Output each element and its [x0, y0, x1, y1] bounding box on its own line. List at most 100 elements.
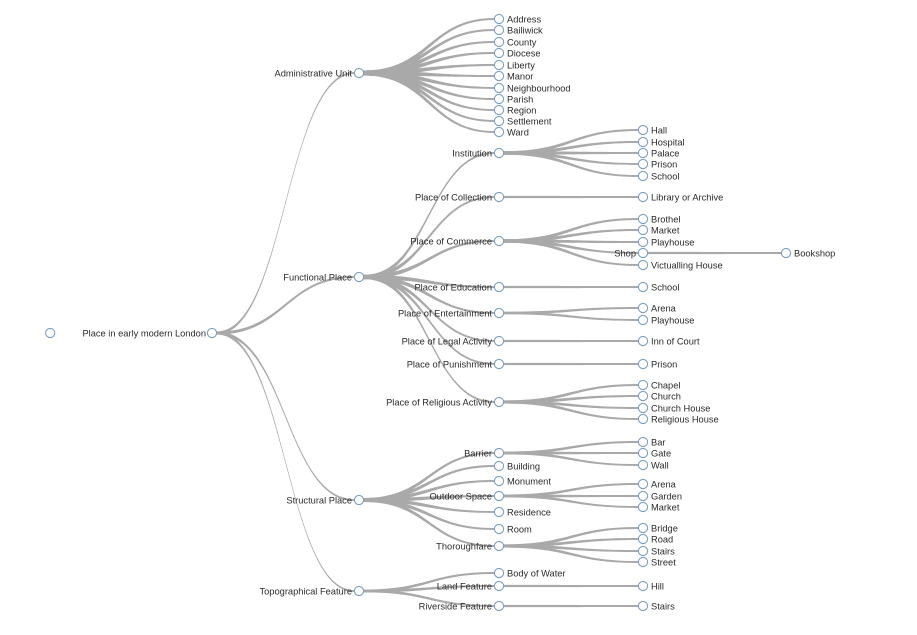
tree-node-riverside-feature[interactable]: Riverside Feature [419, 600, 505, 611]
tree-node-library-or-archive[interactable]: Library or Archive [637, 191, 723, 203]
node-circle-icon[interactable] [637, 413, 649, 425]
node-circle-icon[interactable] [637, 124, 649, 136]
node-circle-icon[interactable] [493, 13, 505, 25]
node-circle-icon[interactable] [637, 191, 649, 203]
node-circle-icon[interactable] [493, 126, 505, 138]
node-circle-icon[interactable] [637, 545, 649, 557]
node-circle-icon[interactable] [493, 335, 505, 347]
node-circle-icon[interactable] [493, 490, 505, 502]
node-circle-icon[interactable] [493, 47, 505, 59]
node-circle-icon[interactable] [637, 335, 649, 347]
node-circle-icon[interactable] [493, 93, 505, 105]
node-circle-icon[interactable] [637, 247, 649, 259]
tree-node-outdoor-space[interactable]: Outdoor Space [429, 490, 505, 502]
node-circle-icon[interactable] [493, 235, 505, 247]
node-circle-icon[interactable] [493, 523, 505, 535]
tree-node-functional-place[interactable]: Functional Place [283, 271, 365, 283]
node-circle-icon[interactable] [637, 281, 649, 293]
node-circle-icon[interactable] [637, 490, 649, 502]
node-circle-icon[interactable] [493, 24, 505, 36]
tree-node-school-education[interactable]: School [637, 281, 679, 293]
tree-node-place-of-education[interactable]: Place of Education [414, 281, 505, 293]
tree-node-church-house[interactable]: Church House [637, 402, 710, 414]
tree-node-land-feature[interactable]: Land Feature [437, 580, 505, 591]
node-circle-icon[interactable] [637, 533, 649, 545]
node-circle-icon[interactable] [637, 213, 649, 225]
node-circle-icon[interactable] [637, 170, 649, 182]
tree-node-manor[interactable]: Manor [493, 70, 533, 81]
node-circle-icon[interactable] [493, 475, 505, 487]
tree-node-hall[interactable]: Hall [637, 124, 667, 136]
node-circle-icon[interactable] [353, 271, 365, 283]
tree-node-stairs-thoroughfare[interactable]: Stairs [637, 545, 675, 557]
node-circle-icon[interactable] [637, 556, 649, 568]
node-circle-icon[interactable] [637, 302, 649, 314]
tree-node-ward[interactable]: Ward [493, 126, 529, 138]
node-circle-icon[interactable] [637, 259, 649, 271]
node-circle-icon[interactable] [493, 447, 505, 459]
node-circle-icon[interactable] [637, 390, 649, 402]
tree-node-liberty[interactable]: Liberty [493, 59, 535, 70]
node-circle-icon[interactable] [637, 478, 649, 490]
tree-node-palace[interactable]: Palace [637, 147, 679, 159]
tree-node-body-of-water[interactable]: Body of Water [493, 567, 566, 578]
tree-node-playhouse-entertainment[interactable]: Playhouse [637, 314, 694, 325]
tree-node-inn-of-court[interactable]: Inn of Court [637, 335, 700, 347]
tree-node-root[interactable]: Place in early modern London [82, 327, 218, 339]
node-circle-icon[interactable] [637, 580, 649, 592]
node-circle-icon[interactable] [637, 447, 649, 459]
node-circle-icon[interactable] [637, 158, 649, 170]
tree-node-brothel[interactable]: Brothel [637, 213, 680, 225]
tree-node-room[interactable]: Room [493, 523, 532, 535]
tree-node-thoroughfare[interactable]: Thoroughfare [436, 540, 505, 552]
node-circle-icon[interactable] [493, 147, 505, 159]
tree-node-bridge[interactable]: Bridge [637, 522, 678, 533]
node-circle-icon[interactable] [493, 281, 505, 293]
tree-node-bailiwick[interactable]: Bailiwick [493, 24, 543, 36]
node-circle-icon[interactable] [637, 236, 649, 248]
tree-node-arena-outdoor[interactable]: Arena [637, 478, 677, 490]
tree-node-prison-punishment[interactable]: Prison [637, 358, 677, 370]
tree-node-victualling-house[interactable]: Victualling House [637, 259, 723, 271]
node-circle-icon[interactable] [637, 402, 649, 414]
tree-node-address[interactable]: Address [493, 13, 541, 25]
node-circle-icon[interactable] [493, 191, 505, 203]
tree-node-arena-entertainment[interactable]: Arena [637, 302, 677, 314]
node-circle-icon[interactable] [637, 459, 649, 471]
tree-node-prison-institution[interactable]: Prison [637, 158, 677, 170]
tree-node-region[interactable]: Region [493, 104, 536, 116]
node-circle-icon[interactable] [206, 327, 218, 339]
tree-node-playhouse-commerce[interactable]: Playhouse [637, 236, 694, 248]
tree-node-diocese[interactable]: Diocese [493, 47, 541, 59]
tree-node-hospital[interactable]: Hospital [637, 136, 685, 148]
node-circle-icon[interactable] [637, 358, 649, 370]
node-circle-icon[interactable] [493, 460, 505, 472]
node-circle-icon[interactable] [637, 501, 649, 513]
tree-node-parish[interactable]: Parish [493, 93, 533, 105]
node-circle-icon[interactable] [493, 506, 505, 518]
tree-node-neighbourhood[interactable]: Neighbourhood [493, 82, 571, 94]
node-circle-icon[interactable] [493, 82, 505, 94]
tree-node-hill[interactable]: Hill [637, 580, 664, 592]
node-circle-icon[interactable] [637, 136, 649, 148]
node-circle-icon[interactable] [493, 358, 505, 370]
tree-node-stairs-riverside[interactable]: Stairs [637, 600, 675, 612]
tree-node-place-of-religious-activity[interactable]: Place of Religious Activity [386, 396, 505, 407]
node-circle-icon[interactable] [637, 147, 649, 159]
node-circle-icon[interactable] [780, 247, 792, 259]
tree-node-topographical-feature[interactable]: Topographical Feature [259, 585, 365, 596]
tree-node-place-of-legal-activity[interactable]: Place of Legal Activity [402, 335, 505, 347]
tree-node-market-commerce[interactable]: Market [637, 224, 680, 236]
tree-node-building[interactable]: Building [493, 460, 540, 472]
node-circle-icon[interactable] [637, 224, 649, 236]
node-circle-icon[interactable] [493, 104, 505, 116]
node-circle-icon[interactable] [637, 600, 649, 612]
tree-node-gate[interactable]: Gate [637, 447, 671, 459]
tree-node-road[interactable]: Road [637, 533, 673, 545]
tree-node-street[interactable]: Street [637, 556, 676, 568]
tree-node-wall[interactable]: Wall [637, 459, 669, 471]
tree-node-residence[interactable]: Residence [493, 506, 551, 518]
tree-node-place-of-commerce[interactable]: Place of Commerce [410, 235, 505, 247]
tree-node-bar[interactable]: Bar [637, 436, 665, 447]
node-circle-icon[interactable] [493, 540, 505, 552]
